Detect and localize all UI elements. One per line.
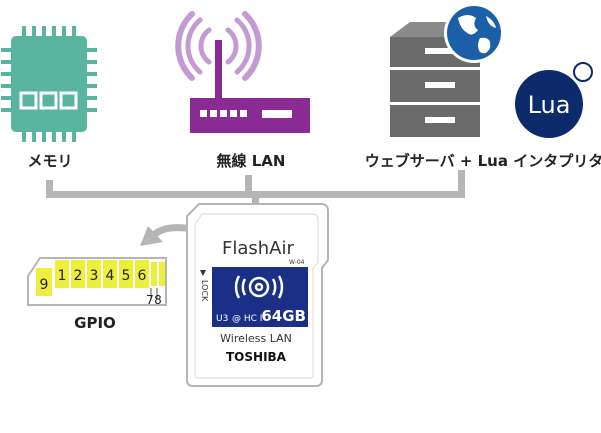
gpio-pin <box>55 260 69 288</box>
gpio-pin <box>135 260 149 288</box>
wireless-lan-label: 無線 LAN <box>217 152 286 170</box>
card-brand: FlashAir <box>222 238 294 259</box>
card-maker: TOSHIBA <box>226 350 287 364</box>
svg-text:@ HC I: @ HC I <box>232 314 262 324</box>
gpio-connector: 9 1 2 3 4 5 6 7 8 <box>27 257 167 307</box>
card-wireless-text: Wireless LAN <box>220 332 292 345</box>
gpio-pin-label: 1 <box>58 268 67 284</box>
lua-logo: Lua <box>515 62 593 138</box>
gpio-pin <box>36 268 52 296</box>
chip-icon <box>1 26 97 142</box>
lock-label: LOCK <box>200 280 209 302</box>
gpio-pin <box>119 260 133 288</box>
memory-label: メモリ <box>27 152 72 170</box>
gpio-pin-label: 9 <box>40 277 49 293</box>
router-icon <box>175 11 310 133</box>
web-server-label: ウェブサーバ + Lua インタプリタ <box>365 152 601 170</box>
gpio-pin-label: 3 <box>90 268 99 284</box>
gpio-label: GPIO <box>74 314 116 332</box>
wifi-icon <box>234 275 284 299</box>
gpio-pin-label: 7 <box>146 293 154 307</box>
lua-text: Lua <box>528 91 571 119</box>
gpio-pin <box>103 260 117 288</box>
gpio-pin <box>87 260 101 288</box>
card-capacity: 64GB <box>261 307 306 325</box>
card-model: W-04 <box>289 259 305 266</box>
gpio-pin-label: 5 <box>122 268 131 284</box>
globe-icon <box>444 3 504 63</box>
speed-class: U3 <box>216 314 228 324</box>
gpio-pin-label: 8 <box>154 293 162 307</box>
sd-card: FlashAir W-04 LOCK U3 @ HC I 64GB Wirele… <box>186 203 329 387</box>
gpio-pin-label: 6 <box>138 268 147 284</box>
gpio-pin <box>159 262 165 286</box>
gpio-pin <box>71 260 85 288</box>
gpio-pin <box>151 262 157 286</box>
gpio-pin-label: 4 <box>106 268 115 284</box>
arrow-icon <box>140 224 189 246</box>
gpio-pin-label: 2 <box>74 268 83 284</box>
